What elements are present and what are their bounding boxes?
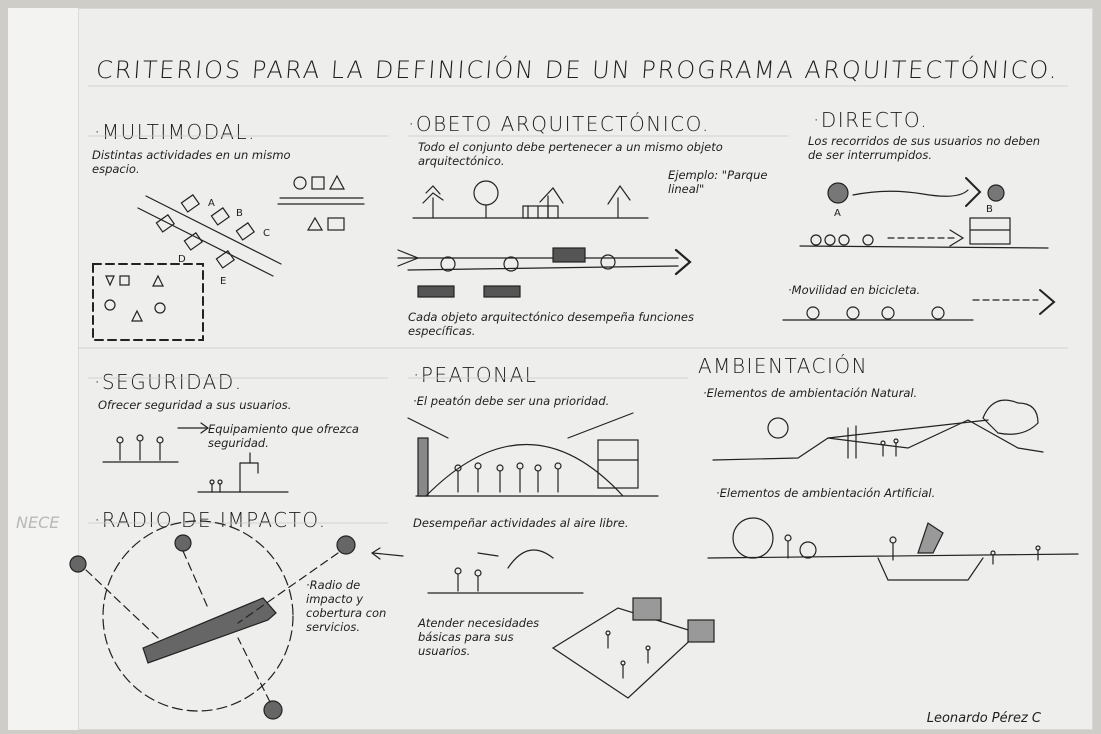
multimodal-label-b: B — [236, 208, 243, 219]
directo-label-a: A — [834, 208, 841, 219]
sketch-sheet: NECE CRITERIOS PARA LA DEFINICIÓN DE UN … — [8, 8, 1093, 730]
multimodal-street — [137, 194, 282, 277]
seguridad-equip: Equipamiento que ofrezca seguridad. — [208, 422, 359, 450]
directo-diagram — [782, 177, 1056, 321]
radio-note: ·Radio de impacto y cobertura con servic… — [306, 578, 387, 634]
multimodal-label-d: D — [178, 254, 186, 265]
objeto-heading: ·OBETO ARQUITECTÓNICO. — [408, 112, 710, 136]
multimodal-heading: ·MULTIMODAL. — [94, 120, 256, 144]
peatonal-diagram — [407, 412, 715, 699]
ambientacion-heading: AMBIENTACIÓN — [698, 354, 869, 378]
multimodal-label-c: C — [263, 228, 270, 239]
ghost-text: NECE — [16, 513, 60, 532]
multimodal-note: Distintas actividades en un mismo espaci… — [92, 148, 291, 176]
peatonal-activities: Desempeñar actividades al aire libre. — [413, 516, 629, 530]
seguridad-diagram — [102, 422, 289, 493]
ambientacion-artificial: ·Elementos de ambientación Artificial. — [716, 486, 936, 500]
peatonal-heading: ·PEATONAL — [413, 363, 538, 387]
guide-lines — [77, 85, 1069, 524]
directo-heading: ·DIRECTO. — [813, 108, 929, 132]
multimodal-label-a: A — [208, 198, 215, 209]
objeto-example: Ejemplo: "Parque lineal" — [668, 168, 768, 196]
seguridad-note: Ofrecer seguridad a sus usuarios. — [98, 398, 292, 412]
radio-diagram — [69, 520, 404, 720]
multimodal-shapes-right — [277, 174, 365, 231]
previous-page-edge — [8, 8, 79, 730]
ambientacion-natural: ·Elementos de ambientación Natural. — [703, 386, 918, 400]
ambientacion-diagram — [707, 399, 1079, 581]
peatonal-note: ·El peatón debe ser una prioridad. — [413, 394, 610, 408]
directo-bike-note: ·Movilidad en bicicleta. — [788, 283, 921, 297]
multimodal-dashed-box — [92, 263, 204, 341]
signature: Leonardo Pérez C — [926, 711, 1041, 726]
directo-label-b: B — [986, 204, 993, 215]
directo-note: Los recorridos de sus usuarios no deben … — [808, 134, 1041, 162]
peatonal-needs: Atender necesidades básicas para sus usu… — [418, 616, 540, 658]
objeto-scene — [397, 180, 692, 298]
radio-heading: ·RADIO DE IMPACTO. — [94, 508, 327, 532]
seguridad-heading: ·SEGURIDAD. — [94, 370, 243, 394]
objeto-note: Todo el conjunto debe pertenecer a un mi… — [418, 140, 723, 168]
objeto-caption: Cada objeto arquitectónico desempeña fun… — [408, 310, 694, 338]
multimodal-label-e: E — [220, 276, 227, 287]
sketch-drawings — [69, 85, 1079, 720]
